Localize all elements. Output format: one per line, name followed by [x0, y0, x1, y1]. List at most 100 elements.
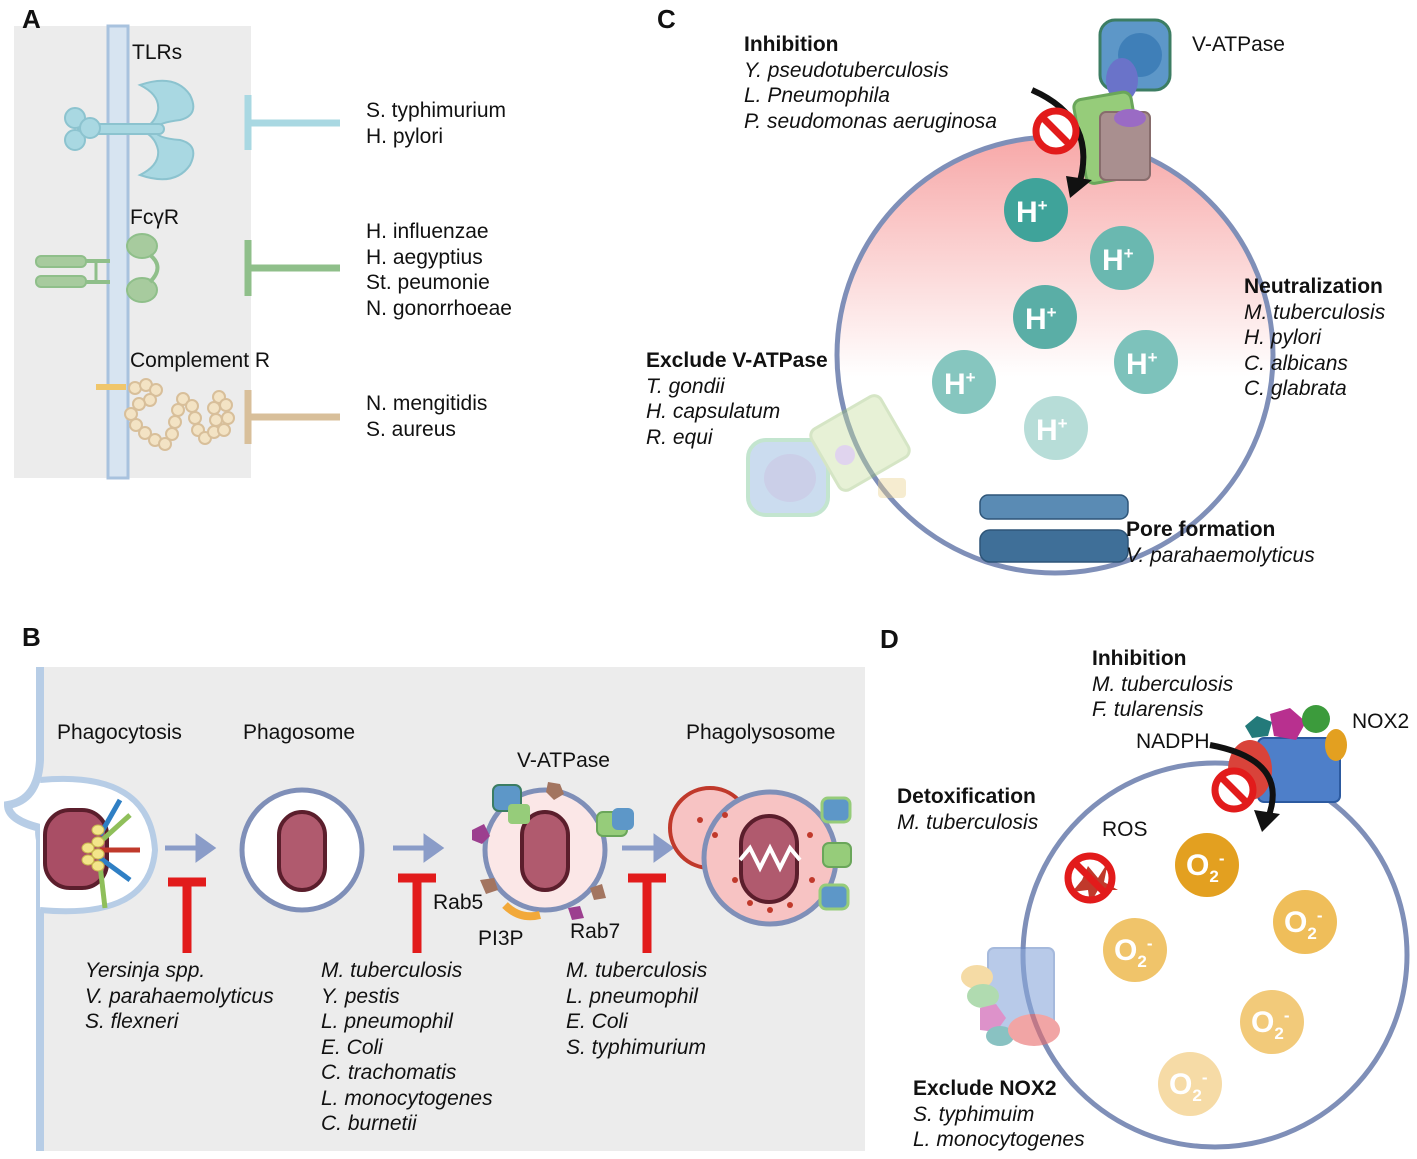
bacterium-phagolysosome	[739, 814, 799, 904]
pathogen-item: C. burnetii	[321, 1112, 417, 1135]
excluded-nox2-icon	[961, 947, 1060, 1046]
superoxide-circles	[1103, 833, 1337, 1116]
superoxide-o: O	[1114, 934, 1138, 967]
proton-charge: +	[1037, 196, 1048, 215]
superoxide-o: O	[1169, 1068, 1193, 1101]
stage-label-phagolysosome: Phagolysosome	[686, 721, 836, 744]
superoxide-label: O2-	[1284, 903, 1322, 947]
pathogen-item: Yersinja spp.	[85, 959, 206, 982]
superoxide-o: O	[1284, 906, 1308, 939]
fcgr-label: FcγR	[130, 206, 179, 229]
c-neutralization-block: Neutralization M. tuberculosis H. pylori…	[1244, 274, 1385, 402]
pathogen-item: C. albicans	[1244, 351, 1348, 375]
proton-h: H	[1016, 196, 1038, 229]
pathogen-item: T. gondii	[646, 374, 725, 398]
pathogen-item: P. seudomonas aeruginosa	[744, 109, 997, 133]
pathogen-item: S. aureus	[366, 417, 456, 441]
superoxide-charge: -	[1218, 849, 1225, 868]
proton-charge: +	[1123, 244, 1134, 263]
superoxide-label: O2-	[1251, 1003, 1289, 1047]
panel-c-letter: C	[657, 4, 676, 34]
pathogen-item: S. typhimuim	[913, 1102, 1035, 1126]
pathogen-item: L. pneumophil	[321, 1010, 453, 1033]
c-pore-block: Pore formation V. parahaemolyticus	[1126, 517, 1315, 568]
proton-label: H+	[1102, 241, 1134, 277]
nox2-icon	[1228, 705, 1347, 803]
pathogen-item: E. Coli	[321, 1035, 383, 1059]
pathogen-item: H. influenzae	[366, 220, 489, 243]
complement-receptor-label: Complement R	[130, 349, 271, 372]
vatpase-small-icons	[492, 784, 634, 837]
pathogen-item: H. capsulatum	[646, 400, 781, 423]
proton-label: H+	[944, 365, 976, 401]
no-sign-icon	[1032, 107, 1080, 155]
d-exclude-block: Exclude NOX2 S. typhimuim L. monocytogen…	[913, 1076, 1085, 1153]
nadph-label: NADPH	[1136, 730, 1210, 753]
d-inhibition-title: Inhibition	[1092, 647, 1187, 670]
pathogen-item: N. mengitidis	[366, 392, 488, 415]
fcgr-icon	[35, 233, 160, 303]
pathogen-item: M. tuberculosis	[897, 810, 1039, 834]
bacterium-phagosome	[277, 810, 327, 892]
pathogen-item: S. flexneri	[85, 1010, 179, 1033]
pathogen-item: C. glabrata	[1244, 377, 1347, 400]
panel-b-letter: B	[22, 622, 41, 652]
b-group-phagocytosis: Yersinja spp. V. parahaemolyticus S. fle…	[85, 958, 274, 1035]
pathogen-item: H. pylori	[366, 124, 444, 148]
pathogen-item: St. peumonie	[366, 271, 490, 294]
cell-membrane	[3, 667, 48, 1151]
tlr-icon	[64, 79, 195, 181]
panel-b-art	[3, 667, 865, 1151]
complement-pathogen-list: N. mengitidis S. aureus	[366, 391, 487, 442]
nox2-arrowhead	[1254, 810, 1280, 832]
panel-d-letter: D	[880, 624, 899, 654]
superoxide-sub: 2	[1274, 1024, 1284, 1043]
superoxide-charge: -	[1283, 1006, 1290, 1025]
superoxide-o: O	[1251, 1006, 1275, 1039]
d-inhibition-block: Inhibition M. tuberculosis F. tularensis	[1092, 646, 1233, 723]
panel-c-art	[746, 18, 1276, 576]
rab7-label: Rab7	[570, 920, 621, 943]
pathogen-item: L. monocytogenes	[913, 1128, 1085, 1151]
c-neutralization-title: Neutralization	[1244, 275, 1383, 298]
c-exclude-block: Exclude V-ATPase T. gondii H. capsulatum…	[646, 348, 828, 450]
no-sign-nox2-icon	[1211, 767, 1257, 813]
superoxide-label: O2-	[1114, 931, 1152, 975]
pathogen-item: L. pneumophil	[566, 984, 698, 1008]
nox2-label: NOX2	[1352, 710, 1410, 733]
inhibition-bars	[168, 873, 666, 953]
panel-d-art	[961, 705, 1410, 1150]
pathogen-item: Y. pestis	[321, 984, 400, 1008]
panel-a-letter: A	[22, 4, 41, 34]
bacterium-maturing	[520, 810, 570, 892]
pi3p-label: PI3P	[478, 927, 524, 950]
stage-label-phagocytosis: Phagocytosis	[57, 721, 182, 744]
proton-pump-arrowhead	[1066, 176, 1092, 198]
pathogen-item: R. equi	[646, 425, 713, 449]
proton-h: H	[1102, 244, 1124, 277]
proton-label: H+	[1036, 411, 1068, 446]
plasma-membrane	[106, 24, 130, 480]
c-exclude-title: Exclude V-ATPase	[646, 349, 828, 372]
pathogen-item: C. trachomatis	[321, 1061, 457, 1084]
superoxide-charge: -	[1316, 906, 1323, 925]
proton-circles	[932, 178, 1178, 460]
pathogen-item: S. typhimurium	[566, 1035, 707, 1059]
superoxide-o: O	[1186, 849, 1210, 882]
d-detox-title: Detoxification	[897, 785, 1036, 808]
pathogen-item: H. pylori	[1244, 326, 1322, 349]
panel-a-art	[14, 24, 340, 480]
proton-h: H	[1025, 303, 1047, 336]
complement-receptor-icon	[96, 378, 235, 451]
rab5-label: Rab5	[433, 891, 484, 914]
pathogen-item: M. tuberculosis	[566, 959, 708, 982]
pore-complex-icon	[979, 494, 1129, 563]
nox2-arrow	[1209, 742, 1276, 820]
b-group-fusion: M. tuberculosis L. pneumophil E. Coli S.…	[566, 958, 707, 1060]
d-exclude-title: Exclude NOX2	[913, 1077, 1057, 1100]
proton-charge: +	[1147, 348, 1158, 367]
vatpase-icon	[1072, 18, 1172, 185]
pathogen-item: H. aegyptius	[366, 245, 483, 269]
enzyme-dots	[697, 812, 815, 913]
proton-h: H	[944, 368, 966, 401]
